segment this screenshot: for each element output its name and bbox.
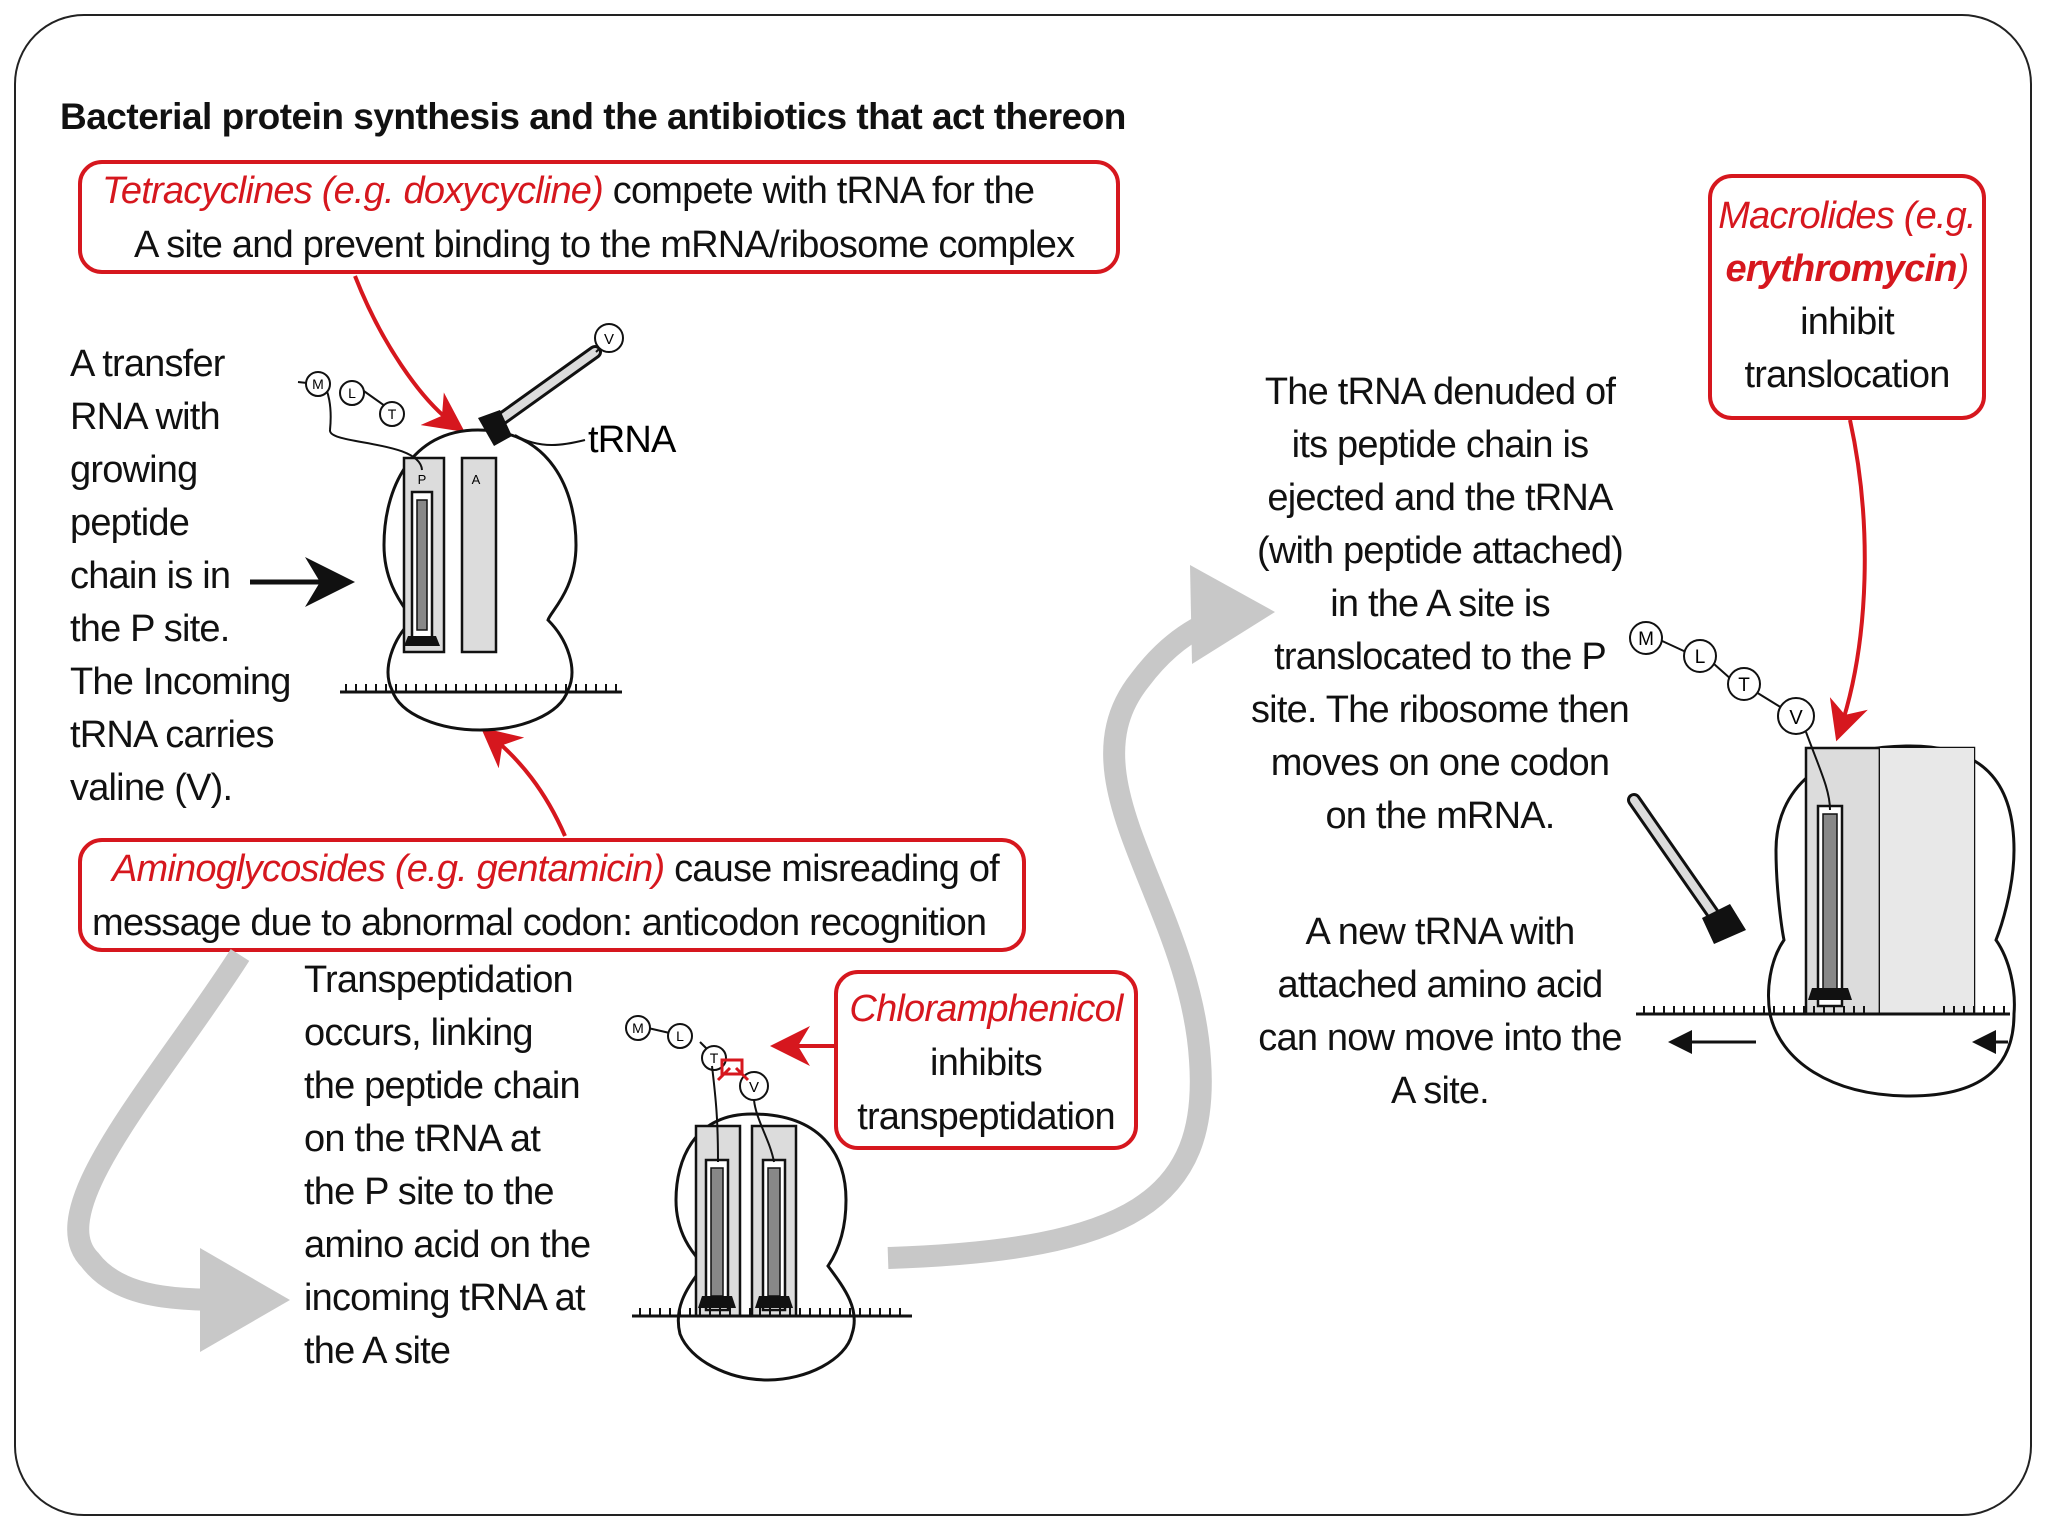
- step3-line: its peptide chain is: [1291, 424, 1589, 466]
- amino-acid-l: L: [1695, 647, 1706, 668]
- amino-acid-m: M: [632, 1020, 644, 1036]
- ribosome-3: [1767, 744, 2016, 1098]
- step3-line: site. The ribosome then: [1250, 689, 1630, 731]
- amino-acid-v: V: [604, 331, 614, 348]
- ribosome-1: P A: [382, 428, 578, 732]
- page-title: Bacterial protein synthesis and the anti…: [60, 96, 1126, 137]
- amino-acid-m: M: [312, 376, 324, 392]
- step1-line: the P site.: [70, 608, 230, 650]
- process-arrow-right: [887, 565, 1275, 1269]
- aminoglycosides-text1: cause misreading of: [664, 848, 1000, 890]
- step3-line: in the A site is: [1330, 583, 1550, 625]
- chloramphenicol-text2: transpeptidation: [857, 1096, 1115, 1138]
- step3-description: The tRNA denuded of its peptide chain is…: [1240, 366, 1640, 843]
- macrolides-drug2-end: ): [1956, 248, 1970, 290]
- tetracyclines-text2: A site and prevent binding to the mRNA/r…: [134, 224, 1075, 266]
- tetracyclines-drug: Tetracyclines (e.g. doxycycline): [102, 170, 604, 212]
- step3-line: moves on one codon: [1270, 742, 1610, 784]
- step4-line: can now move into the: [1258, 1017, 1622, 1059]
- tetracyclines-arrow: [353, 275, 465, 432]
- amino-acid-l: L: [348, 385, 356, 401]
- step2-line: on the tRNA at: [304, 1118, 541, 1160]
- macrolides-drug1: Macrolides (e.g.: [1718, 195, 1976, 237]
- aminoglycosides-arrow: [480, 727, 567, 837]
- mrna-3: [1636, 1006, 2010, 1054]
- peptide-chain-2: M L T V: [625, 1015, 775, 1163]
- peptide-chain-1: M L T: [297, 371, 423, 471]
- slide-frame: [14, 14, 2032, 1516]
- macrolides-text1: inhibit: [1800, 301, 1894, 343]
- step1-line: tRNA carries: [70, 714, 274, 756]
- amino-acid-v: V: [1789, 707, 1803, 729]
- step2-line: Transpeptidation: [304, 959, 574, 1001]
- step1-line: The Incoming: [70, 661, 291, 703]
- a-site-label: A: [472, 472, 481, 487]
- tetracyclines-callout: Tetracyclines (e.g. doxycycline) compete…: [78, 160, 1120, 274]
- peptide-chain-3: M L T V: [1629, 621, 1831, 811]
- blocked-bond-icon: [716, 1058, 750, 1082]
- amino-acid-m: M: [1638, 629, 1654, 650]
- ejected-trna: [1627, 793, 1746, 944]
- incoming-trna-1: V tRNA: [478, 323, 678, 461]
- step2-line: the A site: [304, 1330, 451, 1372]
- aminoglycosides-callout: Aminoglycosides (e.g. gentamicin) cause …: [78, 838, 1026, 952]
- macrolides-callout: Macrolides (e.g. erythromycin) inhibit t…: [1708, 174, 1986, 420]
- aminoglycosides-text2: message due to abnormal codon: anticodon…: [92, 902, 987, 944]
- amino-acid-v: V: [749, 1079, 759, 1096]
- chloramphenicol-drug: Chloramphenicol: [849, 988, 1123, 1030]
- mrna-2: [632, 1308, 912, 1318]
- amino-acid-t: T: [388, 406, 397, 422]
- process-arrow-left: [67, 949, 290, 1352]
- step1-line: growing: [70, 449, 198, 491]
- trna-label: tRNA: [588, 419, 677, 461]
- tetracyclines-text1: compete with tRNA for the: [602, 170, 1035, 212]
- step4-line: A site.: [1391, 1070, 1490, 1112]
- amino-acid-t: T: [710, 1050, 719, 1066]
- step2-line: the P site to the: [304, 1171, 555, 1213]
- step4-line: attached amino acid: [1277, 964, 1604, 1006]
- step1-description: A transfer RNA with growing peptide chai…: [70, 338, 291, 815]
- step3-line: The tRNA denuded of: [1264, 371, 1616, 413]
- step3-line: (with peptide attached): [1256, 530, 1624, 572]
- mrna-1: [340, 684, 622, 694]
- step1-line: A transfer: [70, 343, 225, 385]
- macrolides-drug2: erythromycin: [1725, 248, 1957, 290]
- step2-line: incoming tRNA at: [304, 1277, 586, 1319]
- step3-line: translocated to the P: [1274, 636, 1607, 678]
- step2-line: amino acid on the: [304, 1224, 591, 1266]
- step2-line: occurs, linking: [304, 1012, 534, 1054]
- aminoglycosides-drug: Aminoglycosides (e.g. gentamicin): [112, 848, 665, 890]
- step1-line: chain is in: [70, 555, 231, 597]
- step4-line: A new tRNA with: [1305, 911, 1576, 953]
- step3-line: ejected and the tRNA: [1267, 477, 1613, 519]
- step2-description: Transpeptidation occurs, linking the pep…: [304, 954, 591, 1378]
- step3-line: on the mRNA.: [1325, 795, 1555, 837]
- chloramphenicol-callout: Chloramphenicol inhibits transpeptidatio…: [834, 970, 1138, 1150]
- ribosome-2: [674, 1112, 856, 1382]
- amino-acid-t: T: [1738, 675, 1750, 696]
- step1-line: RNA with: [70, 396, 221, 438]
- macrolides-arrow: [1829, 419, 1868, 742]
- step2-line: the peptide chain: [304, 1065, 581, 1107]
- step4-description: A new tRNA with attached amino acid can …: [1240, 906, 1640, 1118]
- amino-acid-l: L: [676, 1028, 684, 1044]
- step1-line: valine (V).: [70, 767, 233, 809]
- macrolides-text2: translocation: [1744, 354, 1950, 396]
- p-site-label: P: [418, 472, 427, 487]
- chloramphenicol-text1: inhibits: [930, 1042, 1043, 1084]
- step1-line: peptide: [70, 502, 190, 544]
